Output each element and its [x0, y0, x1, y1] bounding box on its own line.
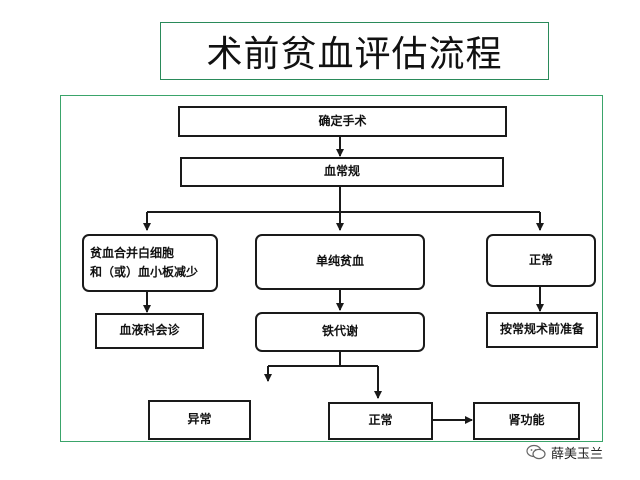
node-normal-top: 正常: [486, 234, 596, 287]
node-anemia-combined-line2: 和（或）血小板减少: [90, 265, 199, 279]
node-hematology-consult: 血液科会诊: [95, 313, 204, 349]
node-routine-preop: 按常规术前准备: [486, 312, 598, 348]
node-iron-metabolism: 铁代谢: [255, 312, 425, 352]
watermark: 薛美玉兰: [526, 441, 603, 463]
node-blood-routine: 血常规: [180, 157, 504, 187]
wechat-icon: [526, 444, 546, 460]
node-renal-function: 肾功能: [473, 402, 580, 440]
node-simple-anemia: 单纯贫血: [255, 234, 425, 290]
node-abnormal: 异常: [148, 400, 251, 440]
node-anemia-combined: 贫血合并白细胞 和（或）血小板减少: [82, 234, 218, 292]
diagram-frame: [60, 95, 603, 442]
watermark-text: 薛美玉兰: [551, 446, 604, 462]
node-anemia-combined-line1: 贫血合并白细胞: [90, 245, 175, 260]
page-title: 术前贫血评估流程: [160, 22, 549, 80]
node-confirm-surgery: 确定手术: [178, 106, 507, 137]
node-normal-bottom: 正常: [328, 402, 433, 440]
